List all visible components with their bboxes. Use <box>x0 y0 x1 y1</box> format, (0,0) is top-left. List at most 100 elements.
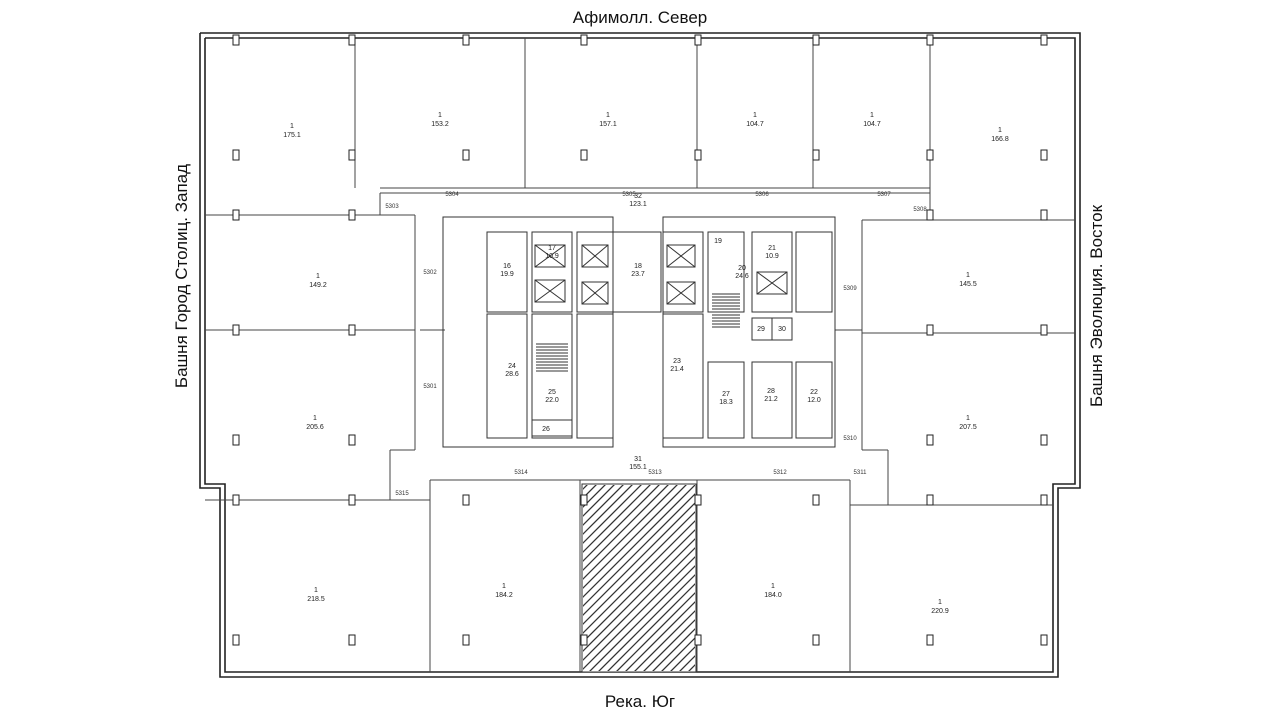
corridor-c31-num: 31 <box>634 456 642 463</box>
north-label: Афимолл. Север <box>572 8 708 27</box>
door-mark-5304: 5304 <box>445 192 459 198</box>
hatch-line <box>877 484 1065 672</box>
office-ne6-num: 1 <box>998 127 1002 134</box>
office-n4-area: 104.7 <box>746 121 764 128</box>
room-r23-area: 21.4 <box>670 366 684 373</box>
hatch-line <box>742 484 930 672</box>
column-30 <box>462 494 470 506</box>
room-r28-num: 28 <box>767 388 775 395</box>
office-n2-num: 1 <box>438 112 442 119</box>
core-block-2 <box>486 231 528 313</box>
hatch-line <box>583 485 633 535</box>
hatch-line <box>583 485 651 553</box>
room-r16-area: 19.9 <box>500 271 514 278</box>
inner-walls <box>205 38 1075 672</box>
office-se14-area: 220.9 <box>931 608 949 615</box>
column-42 <box>926 634 934 646</box>
elevator-x2-0 <box>534 244 566 268</box>
room-r24-num: 24 <box>508 363 516 370</box>
elevator-x2-1 <box>534 279 566 303</box>
hatch-line <box>583 485 624 526</box>
hatch-line <box>583 538 695 652</box>
hatch-line <box>583 520 695 634</box>
office-s13-num: 1 <box>771 583 775 590</box>
room-r22-num: 22 <box>810 389 818 396</box>
column-31 <box>580 494 588 506</box>
office-s12-num: 1 <box>502 583 506 590</box>
room-r24-area: 28.6 <box>505 371 519 378</box>
column-35 <box>1040 494 1048 506</box>
column-11 <box>580 149 588 161</box>
outer-wall-inner <box>204 37 1076 673</box>
office-e10-area: 207.5 <box>959 424 977 431</box>
room-r17-num: 17 <box>548 245 556 252</box>
office-w7-num: 1 <box>316 273 320 280</box>
elevator-1 <box>534 279 566 303</box>
room-r21-area: 10.9 <box>765 253 779 260</box>
columns <box>232 34 1048 646</box>
core-block-18 <box>771 317 793 341</box>
column-9 <box>348 149 356 161</box>
column-28 <box>232 494 240 506</box>
column-0 <box>232 34 240 46</box>
hatch-line <box>634 610 695 671</box>
hatch-line <box>652 628 695 671</box>
room-r27-num: 27 <box>722 391 730 398</box>
hatched-zone <box>581 483 1065 673</box>
hatch-line <box>850 484 1038 672</box>
door-mark-5310: 5310 <box>843 436 857 442</box>
column-3 <box>580 34 588 46</box>
hatch-line <box>805 484 993 672</box>
hatch-line <box>796 484 984 672</box>
door-mark-5306: 5306 <box>755 192 769 198</box>
room-r17-area: 10.9 <box>545 253 559 260</box>
room-r26-num: 26 <box>542 426 550 433</box>
hatch-line <box>583 485 687 589</box>
office-w8-num: 1 <box>313 415 317 422</box>
elevator-2 <box>581 244 609 268</box>
office-sw11-area: 218.5 <box>307 596 325 603</box>
column-19 <box>348 324 356 336</box>
elevator-x2-5 <box>666 281 696 305</box>
hatch-line <box>583 502 695 616</box>
hatch-line <box>832 484 1020 672</box>
elevator-5 <box>666 281 696 305</box>
hatch-line <box>814 484 1002 672</box>
building-core <box>442 216 836 448</box>
hatch-line <box>679 655 695 671</box>
hatch-line <box>616 592 695 671</box>
office-s12-area: 184.2 <box>495 592 513 599</box>
core-block-5 <box>612 231 662 313</box>
hatch-line <box>583 485 669 571</box>
elevator-0 <box>534 244 566 268</box>
office-n5-num: 1 <box>870 112 874 119</box>
hatch-line <box>760 484 948 672</box>
hatch-line <box>583 485 642 544</box>
hatch-line <box>706 484 894 672</box>
hatch-line <box>697 484 885 672</box>
room-r30-num: 30 <box>778 326 786 333</box>
office-e9-area: 145.5 <box>959 281 977 288</box>
walls <box>199 32 1081 678</box>
office-se14-num: 1 <box>938 599 942 606</box>
elevator-x2-4 <box>666 244 696 268</box>
column-10 <box>462 149 470 161</box>
office-w8-area: 205.6 <box>306 424 324 431</box>
room-r20-area: 24.6 <box>735 273 749 280</box>
core-block-6 <box>662 231 704 313</box>
corridor-c32-area: 123.1 <box>629 201 647 208</box>
column-1 <box>348 34 356 46</box>
room-r19-num: 19 <box>714 238 722 245</box>
south-label: Река. Юг <box>604 692 676 711</box>
hatch-line <box>607 583 695 671</box>
room-r27-area: 18.3 <box>719 399 733 406</box>
office-e10-num: 1 <box>966 415 970 422</box>
column-21 <box>348 434 356 446</box>
core-block-14 <box>707 361 745 439</box>
office-ne6-area: 166.8 <box>991 136 1009 143</box>
column-36 <box>232 634 240 646</box>
core-block-10 <box>486 313 528 439</box>
hatch-line <box>583 547 695 661</box>
core-block-1 <box>662 216 836 448</box>
column-14 <box>926 149 934 161</box>
